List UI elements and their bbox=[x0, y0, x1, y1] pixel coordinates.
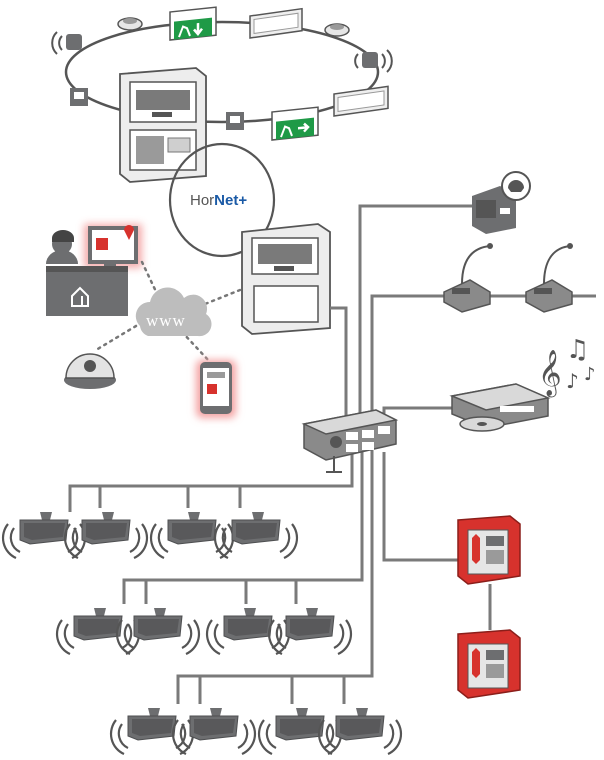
microphone-icon bbox=[443, 243, 493, 313]
loop-ring-icon bbox=[64, 20, 380, 124]
horn-speaker-icon bbox=[149, 510, 235, 560]
repeater-panel-icon bbox=[241, 223, 331, 335]
horn-speaker-icon bbox=[55, 606, 141, 656]
speaker-row-1 bbox=[1, 510, 299, 560]
smartphone-icon bbox=[196, 360, 236, 418]
cloud-label: www bbox=[146, 311, 186, 330]
sounder-icon bbox=[51, 31, 82, 55]
cd-player-icon bbox=[449, 383, 551, 432]
horn-speaker-icon bbox=[257, 706, 343, 756]
call-point-icon bbox=[226, 112, 244, 130]
smoke-detector-icon bbox=[117, 17, 143, 31]
fire-panel-icon bbox=[119, 67, 207, 183]
speaker-row-3 bbox=[109, 706, 403, 756]
horn-speaker-icon bbox=[115, 606, 201, 656]
telephone-box-icon bbox=[472, 171, 531, 234]
music-notes-icon: 𝄞 ♫ ♪ ♪ bbox=[538, 335, 596, 398]
svg-text:𝄞: 𝄞 bbox=[538, 350, 562, 398]
svg-text:♫: ♫ bbox=[566, 335, 589, 365]
camera-dome-icon bbox=[64, 353, 116, 389]
light-fixture-icon bbox=[333, 85, 389, 117]
svg-text:♪: ♪ bbox=[584, 364, 596, 385]
speaker-row-2 bbox=[55, 606, 353, 656]
horn-speaker-icon bbox=[317, 706, 403, 756]
sounder-icon bbox=[354, 49, 393, 73]
smoke-detector-icon bbox=[324, 23, 350, 37]
fire-phone-cabinet-icon bbox=[457, 629, 521, 699]
fire-phone-cabinet-icon bbox=[457, 515, 521, 585]
network-brand-label: HorNet+ bbox=[190, 192, 247, 209]
call-point-icon bbox=[70, 88, 88, 106]
microphone-icon bbox=[525, 243, 573, 313]
light-fixture-icon bbox=[249, 7, 303, 39]
exit-sign-icon bbox=[271, 106, 319, 141]
exit-sign-icon bbox=[169, 6, 217, 41]
cloud-icon: www bbox=[135, 287, 212, 337]
svg-text:♪: ♪ bbox=[566, 369, 579, 393]
horn-speaker-icon bbox=[213, 510, 299, 560]
amplifier-icon bbox=[301, 409, 399, 473]
network-ring-icon bbox=[168, 142, 276, 258]
operator-icon bbox=[46, 224, 142, 316]
